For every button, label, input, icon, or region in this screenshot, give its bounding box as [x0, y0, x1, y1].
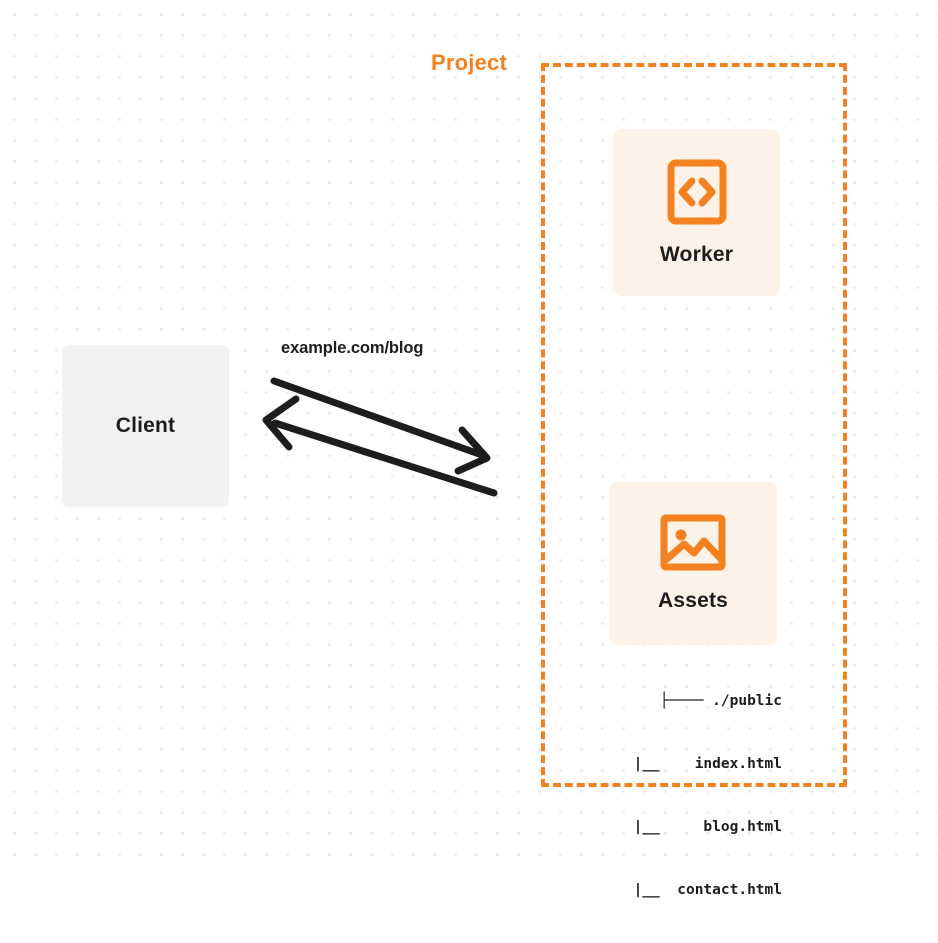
asset-tree-row: |__ blog.html — [589, 819, 782, 835]
asset-tree-row: ├──── ./public — [659, 693, 782, 709]
worker-node[interactable]: Worker — [613, 129, 780, 296]
project-boundary — [541, 63, 847, 787]
response-arrow — [262, 395, 498, 497]
assets-node[interactable]: Assets — [609, 482, 777, 645]
client-node-label: Client — [115, 414, 176, 437]
project-title: Project — [424, 50, 514, 76]
asset-tree-row: |__ index.html — [589, 756, 782, 772]
asset-tree-row: |__ contact.html — [589, 882, 782, 898]
worker-node-label: Worker — [659, 242, 734, 266]
assets-node-label: Assets — [657, 589, 729, 612]
request-url-label: example.com/blog — [281, 339, 424, 357]
client-node[interactable]: Client — [62, 345, 229, 507]
asset-file-tree: ├──── ./public |__ index.html |__ blog.h… — [560, 649, 782, 943]
request-arrow — [270, 377, 491, 475]
code-brackets-icon — [667, 159, 727, 225]
image-icon — [660, 514, 726, 571]
diagram-canvas: Client example.com/blog Project Worker — [0, 0, 938, 898]
